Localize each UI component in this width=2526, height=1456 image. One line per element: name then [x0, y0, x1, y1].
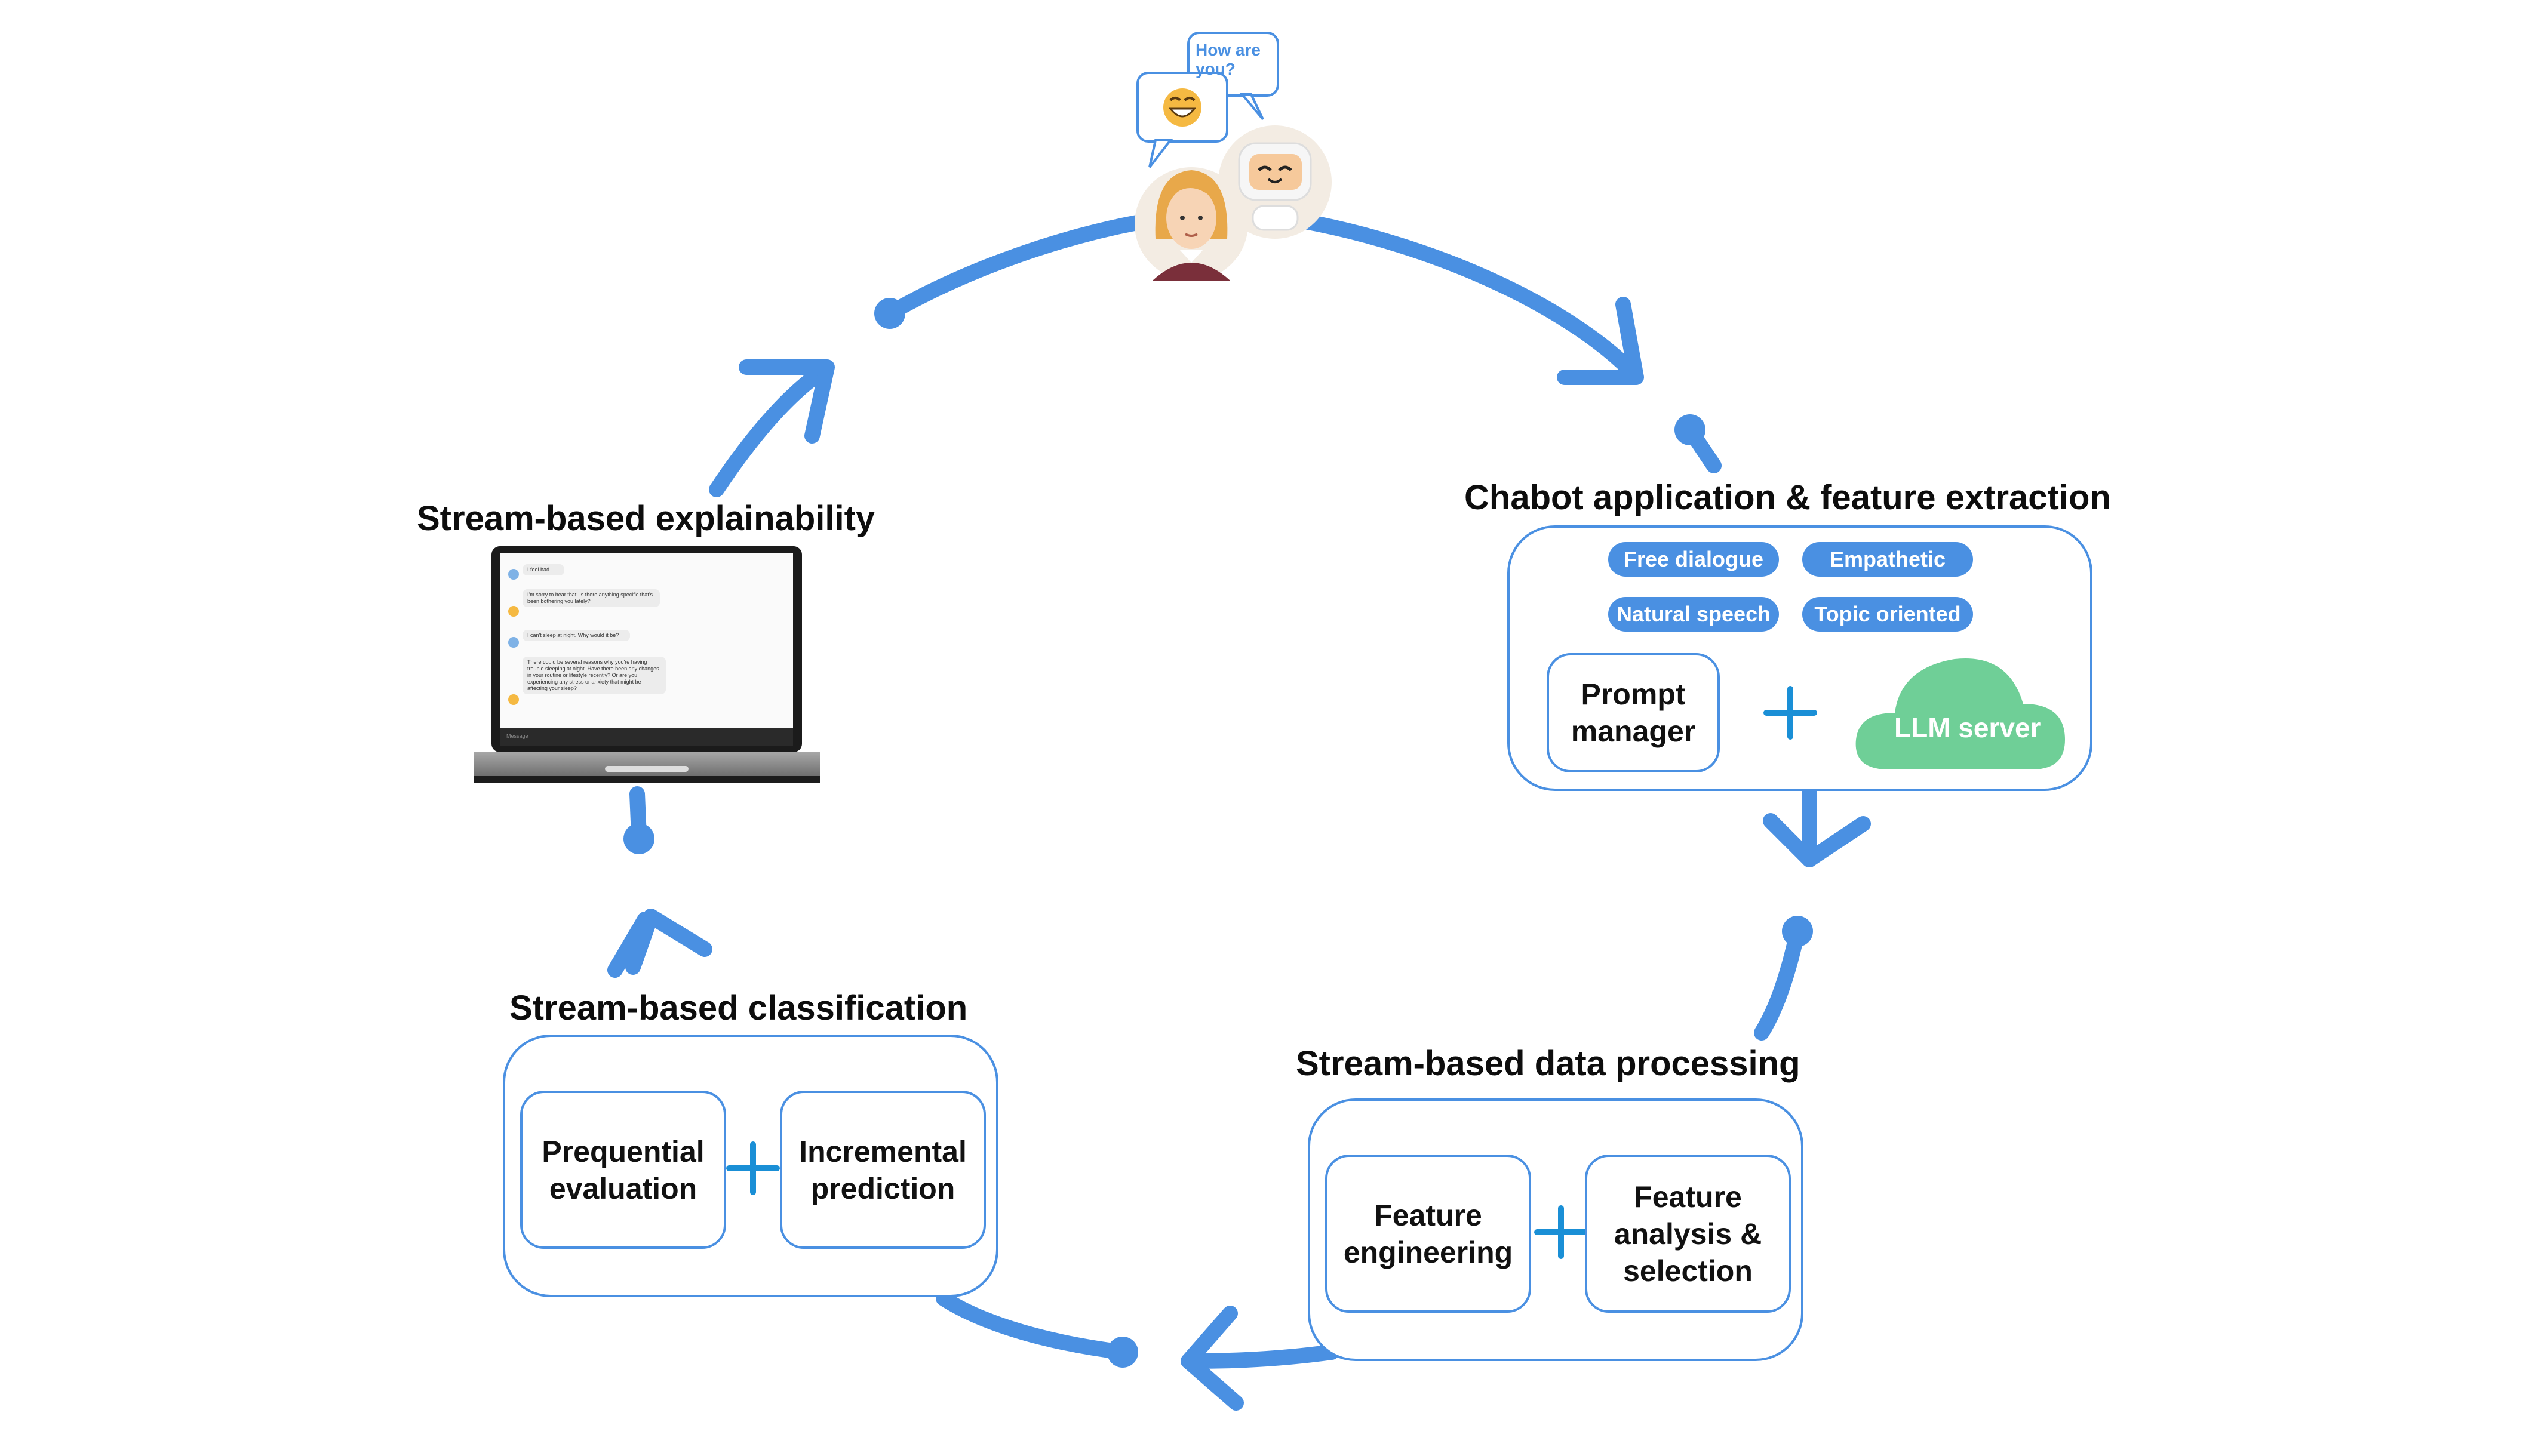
chat-message-user-1: I feel bad — [523, 564, 564, 575]
user-avatar-icon — [508, 637, 519, 648]
arrowhead-top-right — [1557, 297, 1644, 385]
arc-explain-up — [709, 362, 832, 497]
arc-right-lower — [1754, 924, 1805, 1041]
incremental-prediction-line1: Incremental — [799, 1134, 967, 1168]
feature-analysis-line2: analysis & — [1614, 1217, 1762, 1251]
conversation-illustration: How are you? — [1123, 24, 1350, 287]
bubble-text: How are you? — [1196, 41, 1261, 78]
dot-laptop — [623, 823, 654, 854]
arc-bottom-left — [936, 1291, 1130, 1360]
chatbot-panel: Free dialogue Empathetic Natural speech … — [1507, 525, 2092, 791]
chat-input-placeholder: Message — [506, 733, 528, 739]
dot-bottom — [1107, 1337, 1138, 1368]
bot-avatar-icon — [508, 694, 519, 705]
llm-server-label: LLM server — [1894, 712, 2041, 743]
explainability-section-title: Stream-based explainability — [417, 499, 875, 538]
chat-message-user-2: I can't sleep at night. Why would it be? — [523, 630, 630, 641]
chatbot-section-title: Chabot application & feature extraction — [1464, 478, 2111, 517]
incremental-prediction-line2: prediction — [810, 1171, 955, 1205]
laptop-base — [474, 776, 820, 783]
feature-engineering-line1: Feature — [1374, 1198, 1482, 1232]
feature-analysis-line1: Feature — [1634, 1180, 1742, 1214]
laptop-trackpad-lip — [605, 766, 689, 772]
chat-message-bot-2: There could be several reasons why you'r… — [523, 657, 666, 694]
prompt-manager-line2: manager — [1571, 715, 1696, 748]
arrowhead-explain-up — [739, 359, 835, 444]
data-processing-section-title: Stream-based data processing — [1296, 1044, 1800, 1083]
arrowhead-class-up-a — [643, 909, 712, 957]
plus-icon — [1763, 686, 1817, 740]
laptop-screen — [500, 553, 793, 732]
feature-analysis-line3: selection — [1623, 1254, 1753, 1288]
cloud-icon — [1855, 658, 2065, 769]
prequential-evaluation-line2: evaluation — [549, 1171, 697, 1205]
tag-free-dialogue: Free dialogue — [1608, 542, 1779, 577]
laptop-keyboard-deck — [474, 752, 820, 776]
dot-right-lower — [1782, 916, 1813, 947]
bot-avatar-icon — [508, 606, 519, 617]
tag-natural-speech: Natural speech — [1608, 597, 1779, 632]
arrowhead-class-up-b — [625, 909, 659, 975]
feature-engineering-line2: engineering — [1343, 1235, 1513, 1269]
arc-top-left — [882, 213, 1154, 321]
arrowhead-chatbot-down — [1763, 813, 1871, 867]
woman-avatar — [1135, 167, 1248, 281]
tag-empathetic: Empathetic — [1802, 542, 1973, 577]
classification-section-title: Stream-based classification — [509, 989, 968, 1027]
dot-chatbot — [1674, 414, 1705, 445]
robot-avatar — [1218, 125, 1332, 239]
laptop-illustration: Message I feel bad I'm sorry to hear tha… — [474, 546, 820, 791]
arc-top-right — [1294, 213, 1638, 378]
prompt-manager-line1: Prompt — [1581, 678, 1686, 711]
plus-icon — [726, 1141, 780, 1195]
dot-top-left — [874, 298, 905, 329]
arrowhead-bottom — [1181, 1306, 1244, 1411]
chat-message-bot-1: I'm sorry to hear that. Is there anythin… — [523, 589, 660, 607]
laughing-emoji-icon — [1163, 88, 1201, 127]
prompt-manager-box: Prompt manager — [1547, 653, 1720, 772]
prequential-evaluation-line1: Prequential — [542, 1134, 705, 1168]
arc-bottom-right — [1181, 1344, 1339, 1369]
plus-icon — [1534, 1205, 1588, 1259]
user-avatar-icon — [508, 569, 519, 580]
tag-topic-oriented: Topic oriented — [1802, 597, 1973, 632]
chat-input-bar: Message — [500, 728, 793, 746]
